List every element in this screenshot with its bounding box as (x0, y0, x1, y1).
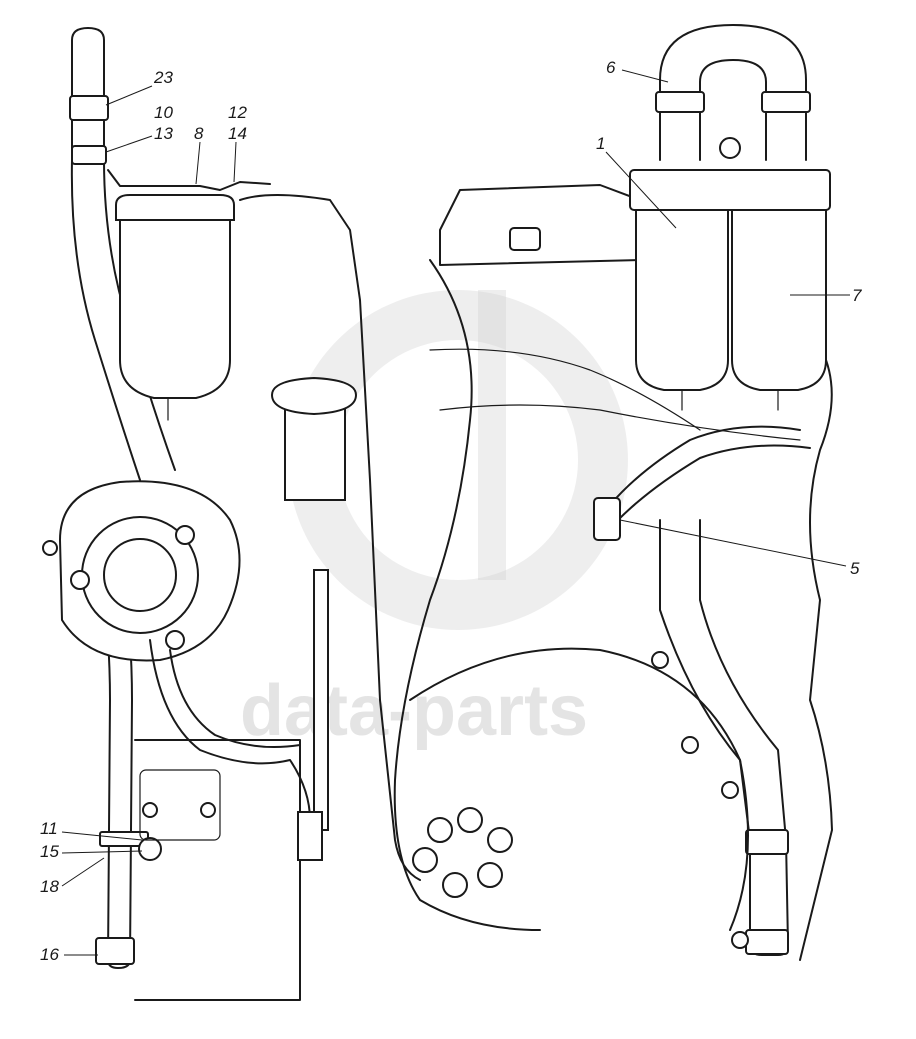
right-return-pipe (659, 519, 789, 956)
housing-bolt (651, 651, 669, 669)
cylinder-head (439, 184, 641, 266)
leader-1 (605, 151, 677, 229)
oil-filler-cap (270, 376, 358, 416)
left-block-outline (134, 739, 301, 1001)
hose-clamp-16 (95, 937, 135, 965)
bleed-screw (719, 137, 741, 159)
leader-14 (233, 141, 237, 183)
pipe-clamp (655, 91, 705, 113)
housing-bolt (731, 931, 749, 949)
left-assembly (42, 27, 421, 1001)
leader-11 (61, 831, 143, 841)
flange-bolt (70, 570, 90, 590)
flange-bolt (165, 630, 185, 650)
leader-15 (61, 850, 143, 854)
flywheel-hub-bolt (487, 827, 513, 853)
leader-18 (61, 857, 105, 887)
leader-6 (621, 69, 669, 83)
leader-23 (105, 85, 153, 106)
callout-10: 10 (154, 103, 173, 122)
cover-bolt (142, 802, 158, 818)
callout-14: 14 (228, 124, 247, 143)
callout-15: 15 (40, 842, 59, 861)
callout-5: 5 (850, 559, 860, 578)
callout-18: 18 (40, 877, 59, 896)
section-break-line (393, 259, 541, 931)
fuel-filter-1 (635, 209, 729, 391)
callout-16: 16 (40, 945, 59, 964)
leader-13 (105, 135, 153, 153)
callout-23: 23 (153, 68, 173, 87)
flywheel-hub-bolt (442, 872, 468, 898)
cover-bolt (200, 802, 216, 818)
callout-7: 7 (852, 286, 862, 305)
u-shaped-fuel-pipe (659, 24, 807, 101)
callout-12: 12 (228, 103, 247, 122)
hose-clamp-10 (71, 145, 107, 165)
left-fuel-filter-cap (115, 194, 235, 221)
callout-11: 11 (40, 819, 58, 838)
flywheel-housing (409, 647, 749, 931)
housing-bolt (681, 736, 699, 754)
flywheel-hub-bolt (412, 847, 438, 873)
block-cover-plate (139, 769, 221, 841)
pipe-down-runs (659, 111, 807, 161)
watermark-logo-bar (478, 290, 506, 580)
right-block-outline (799, 359, 833, 961)
fuel-filter-7 (731, 209, 827, 391)
housing-bolt (721, 781, 739, 799)
return-pipe-clamp (745, 829, 789, 855)
dipstick-guide (313, 569, 329, 831)
sensor-plug (297, 811, 323, 861)
flywheel-hub-bolt (457, 807, 483, 833)
callout-8: 8 (194, 124, 204, 143)
leader-5 (619, 519, 847, 567)
flywheel-hub-bolt (427, 817, 453, 843)
callouts: 23 10 13 8 12 14 6 1 7 5 11 15 18 16 (40, 58, 862, 964)
callout-13: 13 (154, 124, 173, 143)
central-casing (239, 194, 421, 881)
bracket-8 (107, 169, 271, 191)
flywheel-hub-bolt (477, 862, 503, 888)
head-bolt (509, 227, 541, 251)
oil-filler-tube (284, 399, 346, 501)
leader-8 (195, 141, 201, 185)
left-fuel-filter-body (119, 219, 231, 399)
callout-6: 6 (606, 58, 616, 77)
flange-bolt (175, 525, 195, 545)
fuel-line (429, 348, 701, 431)
watermark: data-parts (240, 290, 628, 751)
fuel-line (439, 404, 801, 441)
hose-clamp-23 (69, 95, 109, 121)
callout-1: 1 (596, 134, 605, 153)
filter-header (629, 169, 831, 211)
pipe-clamp (761, 91, 811, 113)
return-pipe-clamp (745, 929, 789, 955)
oil-drain-pipe (149, 639, 311, 821)
watermark-text: data-parts (240, 671, 588, 751)
bracket-bolt-15 (138, 837, 162, 861)
flange-bolt (42, 540, 58, 556)
right-assembly (409, 24, 833, 961)
turbo-outlet-bore (103, 538, 177, 612)
hose-fitting-5 (593, 497, 621, 541)
fuel-hose-5 (609, 425, 811, 521)
